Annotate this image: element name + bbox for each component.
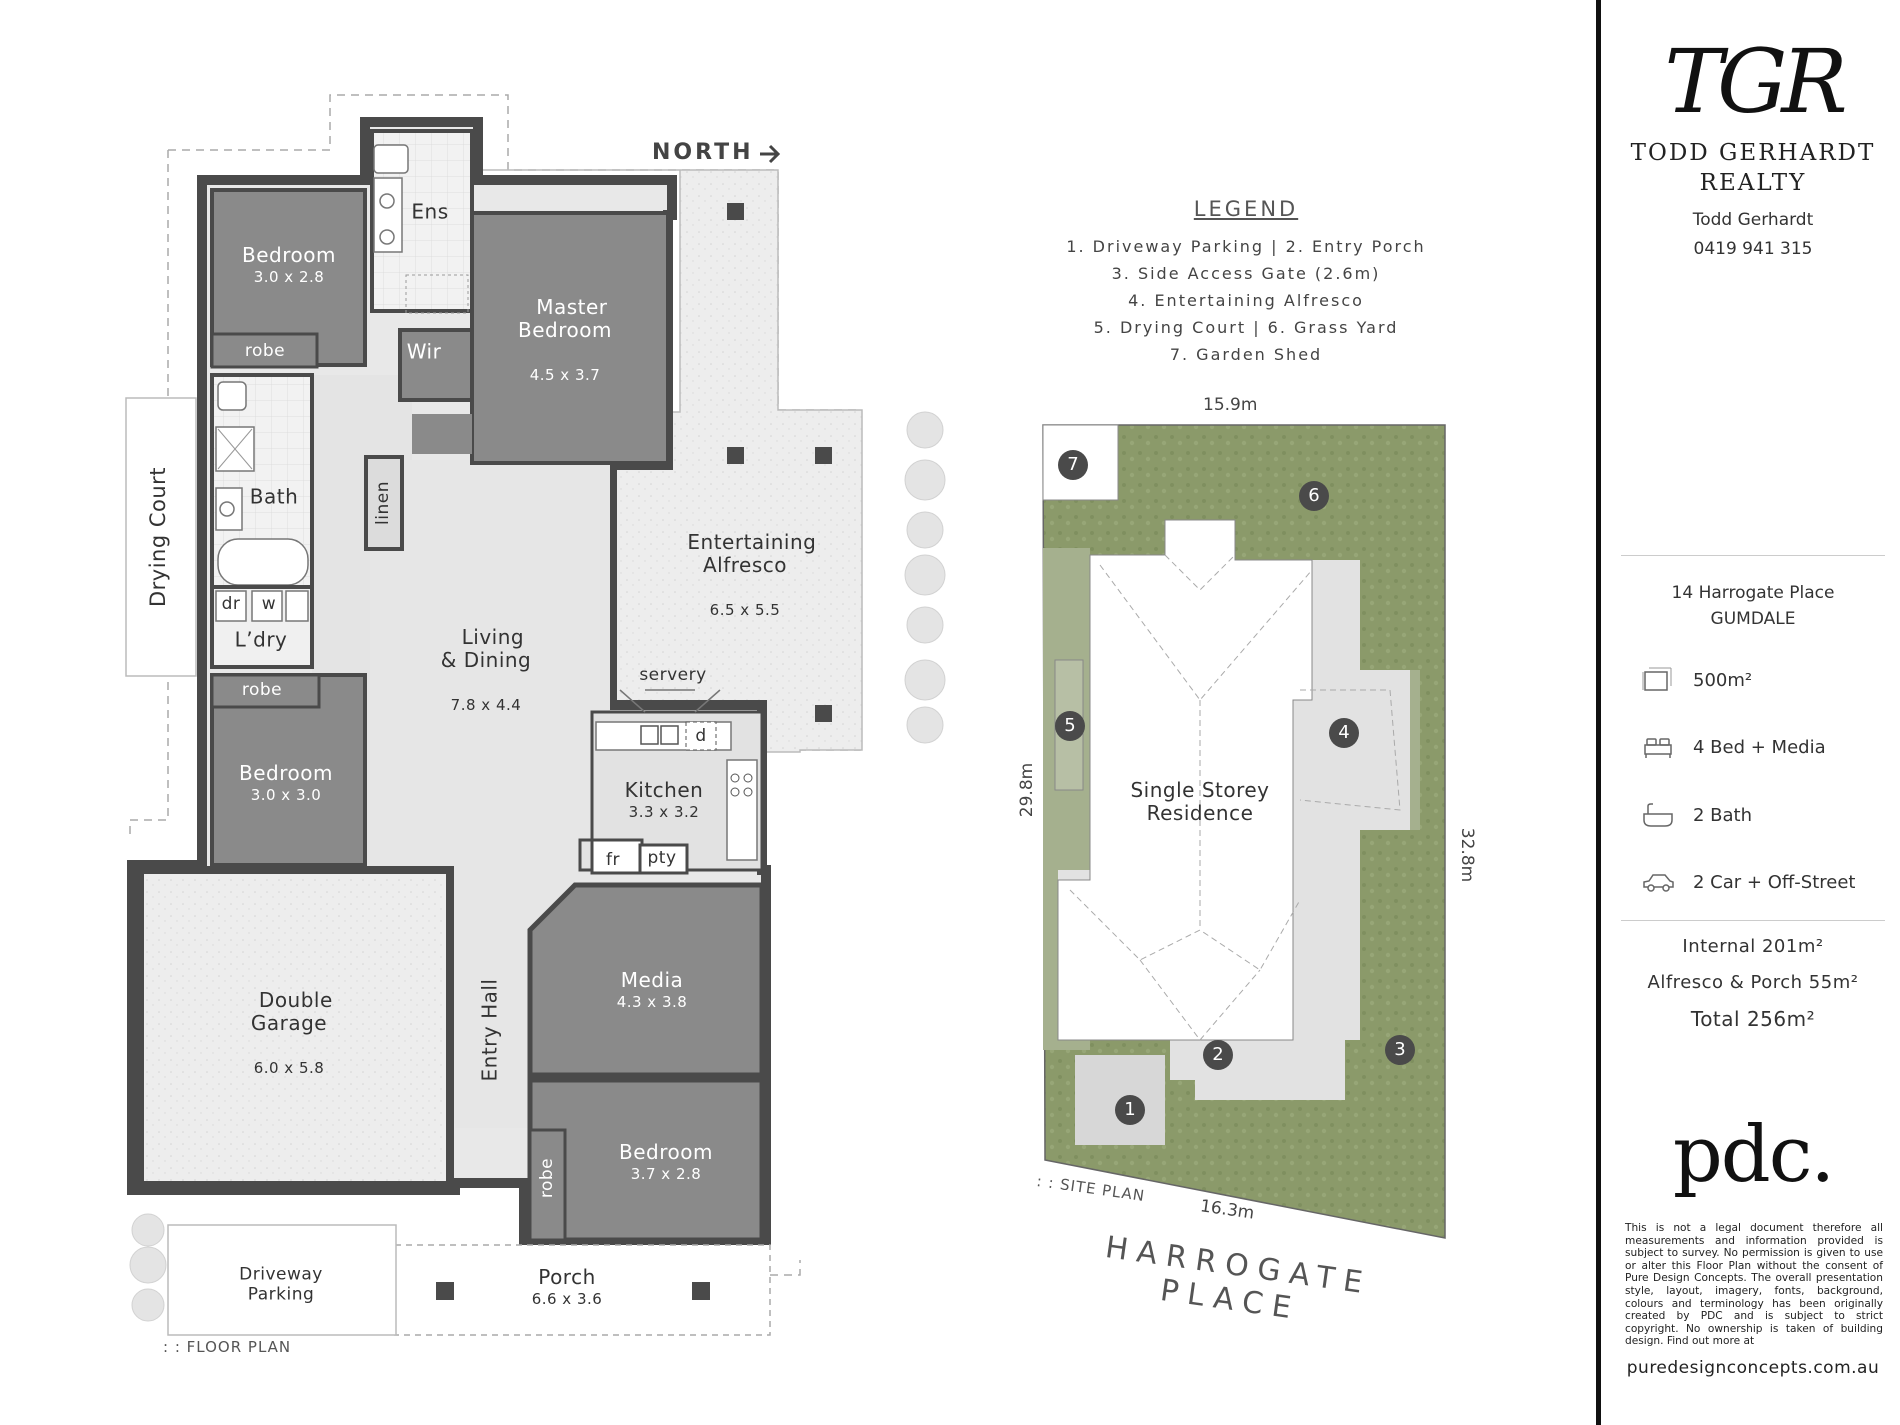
label-ensuite: Ens bbox=[411, 199, 449, 224]
label-entry-hall: Entry Hall bbox=[477, 978, 502, 1082]
area-internal: Internal 201m² bbox=[1682, 936, 1824, 957]
site-marker-1: 1 bbox=[1115, 1095, 1145, 1125]
label-bedroom-3: Bedroom 3.7 x 2.8 bbox=[619, 1139, 713, 1183]
site-marker-3: 3 bbox=[1385, 1035, 1415, 1065]
site-marker-7: 7 bbox=[1058, 450, 1088, 480]
legend-line-1: 1. Driveway Parking | 2. Entry Porch bbox=[1066, 237, 1426, 256]
drying-court-area bbox=[125, 397, 197, 677]
room-double-garage bbox=[136, 866, 454, 1189]
agency-name-line2: REALTY bbox=[1699, 170, 1807, 196]
site-residence-label: Single Storey Residence bbox=[1130, 778, 1270, 825]
area-total: Total 256m² bbox=[1690, 1007, 1816, 1031]
floor-plan-caption: : : FLOOR PLAN bbox=[163, 1338, 292, 1356]
bath-icon bbox=[1643, 803, 1673, 827]
label-media: Media 4.3 x 3.8 bbox=[616, 967, 688, 1011]
label-servery: servery bbox=[639, 665, 707, 686]
driveway-area bbox=[167, 1224, 397, 1336]
address-line2: GUMDALE bbox=[1710, 609, 1796, 629]
label-wir: Wir bbox=[406, 339, 442, 364]
legend-line-3: 4. Entertaining Alfresco bbox=[1128, 291, 1364, 310]
legend-line-2: 3. Side Access Gate (2.6m) bbox=[1111, 264, 1381, 283]
label-bath: Bath bbox=[249, 484, 299, 509]
room-master-bedroom bbox=[470, 211, 670, 465]
site-dim-top: 15.9m bbox=[1203, 395, 1258, 415]
label-living-dining: Living & Dining 7.8 x 4.4 bbox=[440, 624, 532, 714]
divider bbox=[1621, 920, 1885, 921]
bed-icon bbox=[1644, 738, 1672, 758]
label-pantry: pty bbox=[647, 848, 677, 869]
room-media bbox=[527, 882, 765, 1078]
label-dryer: dr bbox=[221, 594, 241, 615]
label-robe-3: robe bbox=[537, 1157, 558, 1199]
pdc-website-link[interactable]: puredesignconcepts.com.au bbox=[1626, 1358, 1880, 1378]
label-robe-1: robe bbox=[244, 341, 286, 362]
feature-bathrooms: 2 Bath bbox=[1601, 795, 1900, 835]
site-dim-right: 32.8m bbox=[1457, 827, 1478, 883]
label-double-garage: Double Garage 6.0 x 5.8 bbox=[250, 987, 333, 1077]
agency-name-line1: TODD GERHARDT bbox=[1630, 140, 1876, 166]
label-alfresco: Entertaining Alfresco 6.5 x 5.5 bbox=[687, 529, 817, 619]
label-kitchen: Kitchen 3.3 x 3.2 bbox=[624, 777, 704, 821]
label-drying-court: Drying Court bbox=[145, 466, 170, 608]
divider bbox=[1621, 555, 1885, 556]
label-master-bedroom: Master Bedroom 4.5 x 3.7 bbox=[518, 294, 612, 384]
north-label: NORTH bbox=[652, 140, 754, 165]
area-alfresco-porch: Alfresco & Porch 55m² bbox=[1647, 972, 1859, 993]
label-laundry: L’dry bbox=[234, 627, 288, 652]
agency-logo-monogram: TGR bbox=[1664, 30, 1847, 133]
site-marker-5: 5 bbox=[1055, 711, 1085, 741]
address-line1: 14 Harrogate Place bbox=[1671, 583, 1835, 603]
label-dishwasher: d bbox=[695, 726, 707, 747]
site-dim-left: 29.8m bbox=[1017, 762, 1038, 818]
room-bedroom-3 bbox=[527, 1077, 765, 1243]
feature-land-area: 500m² bbox=[1601, 660, 1900, 700]
land-area-icon bbox=[1642, 667, 1672, 691]
label-robe-2: robe bbox=[241, 680, 283, 701]
feature-parking: 2 Car + Off-Street bbox=[1601, 862, 1900, 902]
site-marker-6: 6 bbox=[1299, 481, 1329, 511]
label-linen: linen bbox=[373, 481, 394, 525]
feature-bedrooms: 4 Bed + Media bbox=[1601, 727, 1900, 767]
label-porch: Porch 6.6 x 3.6 bbox=[531, 1264, 603, 1308]
agent-phone[interactable]: 0419 941 315 bbox=[1693, 239, 1813, 259]
legend-title: LEGEND bbox=[1193, 197, 1299, 221]
room-linen bbox=[364, 455, 404, 551]
legend-line-4: 5. Drying Court | 6. Grass Yard bbox=[1093, 318, 1399, 337]
label-driveway-parking: Driveway Parking bbox=[239, 1264, 323, 1304]
label-bedroom-2: Bedroom 3.0 x 3.0 bbox=[239, 760, 333, 804]
legend-line-5: 7. Garden Shed bbox=[1169, 345, 1323, 364]
disclaimer-text: This is not a legal document therefore a… bbox=[1625, 1222, 1883, 1348]
label-fridge: fr bbox=[606, 850, 620, 871]
label-washer: w bbox=[261, 594, 277, 615]
pdc-logo: pdc. bbox=[1672, 1110, 1835, 1200]
label-bedroom-1: Bedroom 3.0 x 2.8 bbox=[242, 242, 336, 286]
agent-sidebar: TGR TODD GERHARDT REALTY Todd Gerhardt 0… bbox=[1596, 0, 1900, 1425]
site-marker-4: 4 bbox=[1329, 718, 1359, 748]
agent-name: Todd Gerhardt bbox=[1692, 210, 1814, 230]
car-icon bbox=[1643, 874, 1674, 892]
site-plan bbox=[1042, 424, 1446, 1239]
floor-plan bbox=[125, 94, 946, 1336]
site-marker-2: 2 bbox=[1203, 1040, 1233, 1070]
